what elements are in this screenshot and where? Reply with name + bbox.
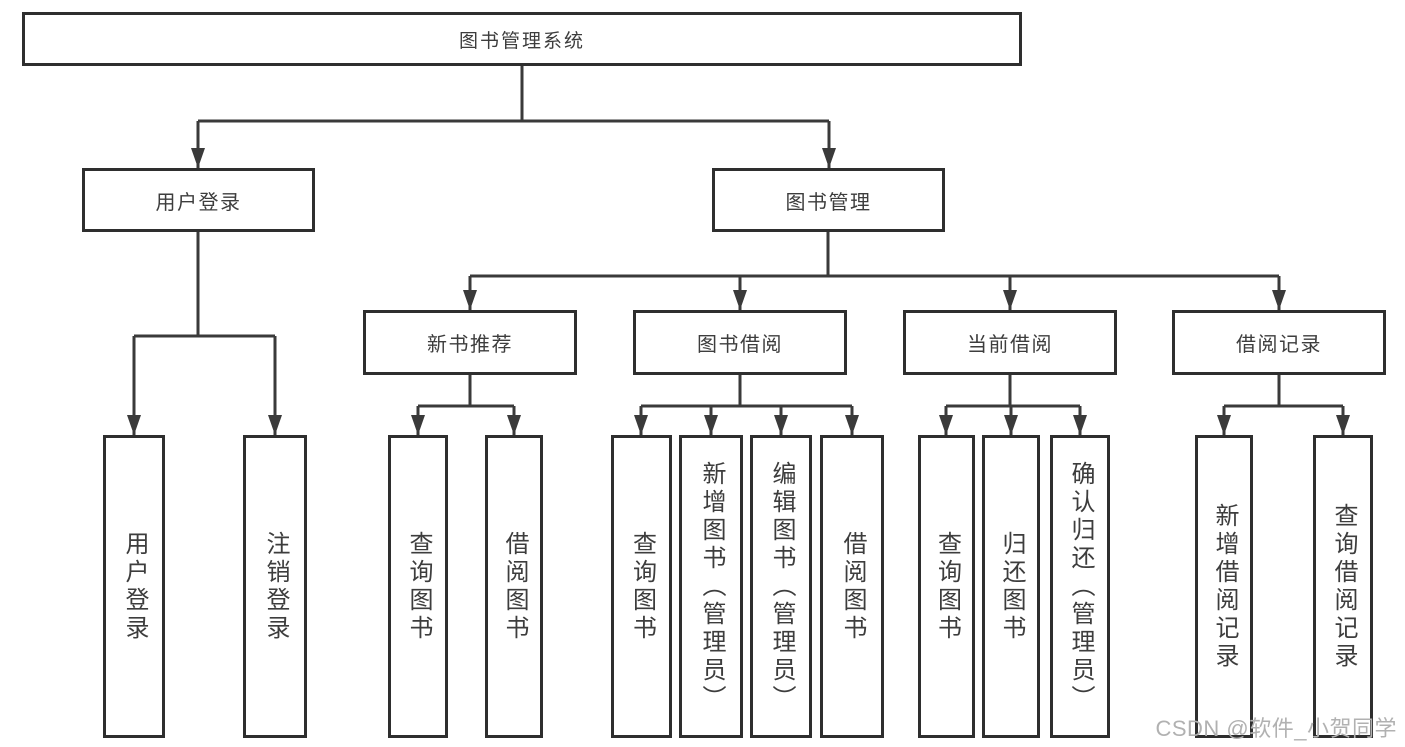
node-label: 用户登录 (121, 530, 148, 643)
node-label: 借阅图书 (839, 530, 866, 643)
node-label: 图书管理 (785, 191, 872, 214)
node-book-management: 图书管理 (712, 168, 945, 232)
leaf-query-books-1: 查询图书 (388, 435, 448, 738)
branch-book-borrow (641, 375, 852, 408)
leaf-logout: 注销登录 (243, 435, 307, 738)
leaf-query-books-2: 查询图书 (611, 435, 672, 738)
leaf-borrow-books-2: 借阅图书 (820, 435, 884, 738)
node-label: 新增图书（管理员） (698, 460, 725, 713)
branch-user-login (134, 232, 275, 338)
leaf-query-books-3: 查询图书 (918, 435, 975, 738)
leaf-query-borrow-record: 查询借阅记录 (1313, 435, 1373, 738)
node-label: 查询图书 (933, 530, 961, 643)
leaf-return-books: 归还图书 (982, 435, 1040, 738)
node-current-borrow: 当前借阅 (903, 310, 1117, 375)
node-label: 新书推荐 (427, 334, 513, 356)
leaf-edit-books-admin: 编辑图书（管理员） (750, 435, 812, 738)
node-label: 查询图书 (405, 530, 432, 643)
node-label: 查询图书 (628, 530, 656, 643)
node-user-login: 用户登录 (82, 168, 315, 232)
leaf-add-borrow-record: 新增借阅记录 (1195, 435, 1253, 738)
branch-root (198, 66, 829, 123)
node-label: 借阅图书 (501, 530, 528, 643)
node-book-borrow: 图书借阅 (633, 310, 847, 375)
node-label: 归还图书 (998, 530, 1025, 643)
node-label: 图书管理系统 (458, 30, 585, 52)
node-label: 图书借阅 (697, 334, 783, 356)
leaf-user-login: 用户登录 (103, 435, 165, 738)
node-label: 用户登录 (155, 191, 242, 214)
node-label: 当前借阅 (967, 334, 1053, 356)
node-new-book-recommend: 新书推荐 (363, 310, 577, 375)
node-label: 新增借阅记录 (1211, 502, 1238, 671)
csdn-watermark: CSDN @软件_小贺同学 (1155, 716, 1397, 741)
branch-new-book (418, 375, 514, 408)
node-library-system: 图书管理系统 (22, 12, 1022, 66)
node-label: 编辑图书（管理员） (768, 460, 795, 713)
node-label: 查询借阅记录 (1330, 502, 1357, 671)
branch-borrow-records (1224, 375, 1343, 408)
branch-book-management (470, 232, 1279, 278)
leaf-confirm-return-admin: 确认归还（管理员） (1050, 435, 1110, 738)
node-borrow-records: 借阅记录 (1172, 310, 1386, 375)
leaf-borrow-books-1: 借阅图书 (485, 435, 543, 738)
node-label: 借阅记录 (1236, 334, 1322, 356)
branch-current-borrow (946, 375, 1080, 408)
leaf-add-books-admin: 新增图书（管理员） (679, 435, 743, 738)
node-label: 确认归还（管理员） (1067, 460, 1094, 713)
node-label: 注销登录 (262, 530, 289, 643)
